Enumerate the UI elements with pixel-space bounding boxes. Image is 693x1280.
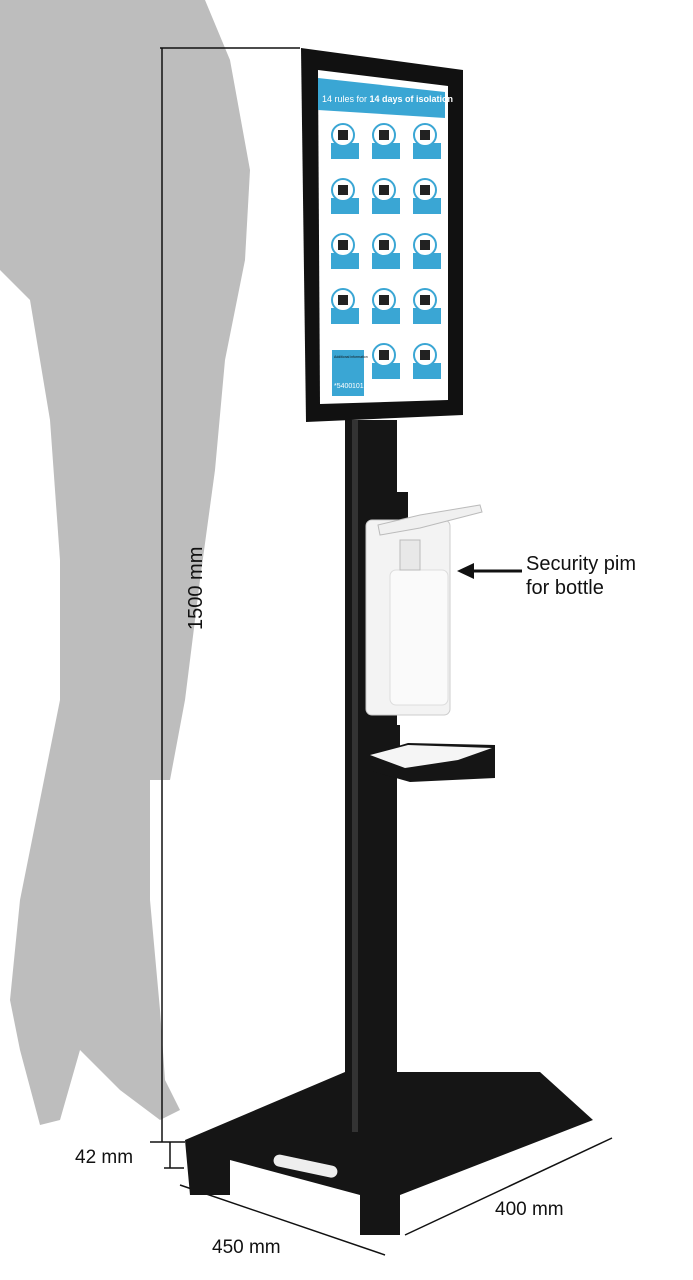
poster-rule-label bbox=[372, 143, 400, 159]
poster-pictogram bbox=[338, 240, 348, 250]
poster-rule-label bbox=[331, 308, 359, 324]
poster-pictogram bbox=[420, 295, 430, 305]
poster-rule-label bbox=[372, 363, 400, 379]
poster-rule-label bbox=[331, 253, 359, 269]
poster-pictogram bbox=[379, 295, 389, 305]
human-silhouette bbox=[0, 0, 250, 1125]
poster-rule-label bbox=[331, 198, 359, 214]
poster-frame: 14 rules for 14 days of isolation Additi… bbox=[301, 48, 463, 422]
poster-info-number-2: 101 bbox=[352, 383, 364, 390]
poster-pictogram bbox=[338, 130, 348, 140]
stand-base bbox=[185, 1072, 593, 1235]
height-dimension bbox=[150, 47, 300, 1169]
width-label: 450 mm bbox=[212, 1237, 281, 1258]
poster-title: 14 rules for 14 days of isolation bbox=[322, 94, 453, 104]
poster-rule-label bbox=[372, 253, 400, 269]
poster-rule-label bbox=[372, 308, 400, 324]
security-pin-label-line1: Security pim bbox=[526, 553, 636, 575]
poster-pictogram bbox=[338, 185, 348, 195]
base-height-label: 42 mm bbox=[75, 1147, 133, 1168]
sanitizer-dispenser bbox=[365, 504, 483, 716]
poster-rule-label bbox=[413, 198, 441, 214]
poster-info-title: Additional information bbox=[334, 355, 368, 359]
poster-pictogram bbox=[379, 185, 389, 195]
security-pin-label-line2: for bottle bbox=[526, 577, 604, 599]
poster-pictogram bbox=[379, 240, 389, 250]
poster-pictogram bbox=[420, 185, 430, 195]
height-label: 1500 mm bbox=[185, 547, 207, 630]
poster-pictogram bbox=[420, 240, 430, 250]
drip-tray bbox=[368, 743, 495, 782]
security-pin-arrow bbox=[457, 563, 522, 579]
poster-pictogram bbox=[338, 295, 348, 305]
poster-pictogram bbox=[379, 130, 389, 140]
poster-rule-label bbox=[413, 363, 441, 379]
poster-pictogram bbox=[379, 350, 389, 360]
poster-rule-label bbox=[331, 143, 359, 159]
poster-rule-label bbox=[413, 308, 441, 324]
poster-rule-label bbox=[372, 198, 400, 214]
poster-icon-grid bbox=[331, 123, 441, 379]
base-dimensions bbox=[179, 1137, 613, 1256]
poster-info-number-1: *5400 bbox=[334, 383, 352, 390]
depth-label: 400 mm bbox=[495, 1199, 564, 1220]
poster-rule-label bbox=[413, 253, 441, 269]
poster-pictogram bbox=[420, 130, 430, 140]
poster-pictogram bbox=[420, 350, 430, 360]
poster-rule-label bbox=[413, 143, 441, 159]
